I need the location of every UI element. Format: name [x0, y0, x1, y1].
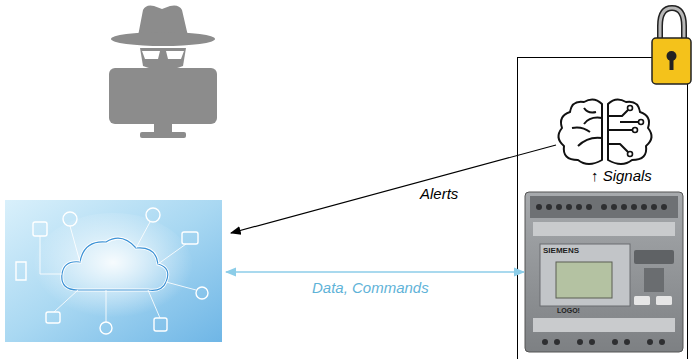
padlock-icon: [652, 8, 691, 84]
cloud-network-image: [5, 200, 222, 342]
edge-label: Alerts: [420, 186, 458, 203]
model-label: LOGO!: [557, 307, 580, 315]
alerts-arrow: [231, 145, 556, 233]
hacker-icon: [109, 6, 217, 139]
plc-device: [525, 192, 683, 352]
data-commands-arrow: [226, 271, 524, 272]
brain-icon: [558, 99, 651, 164]
signal-label: ↑ Signals: [591, 168, 652, 185]
brain-circuit-dots: [628, 106, 644, 157]
edge-label: Data, Commands: [312, 280, 429, 297]
brand-label: SIEMENS: [543, 247, 579, 256]
enclosure-box: [518, 58, 688, 359]
